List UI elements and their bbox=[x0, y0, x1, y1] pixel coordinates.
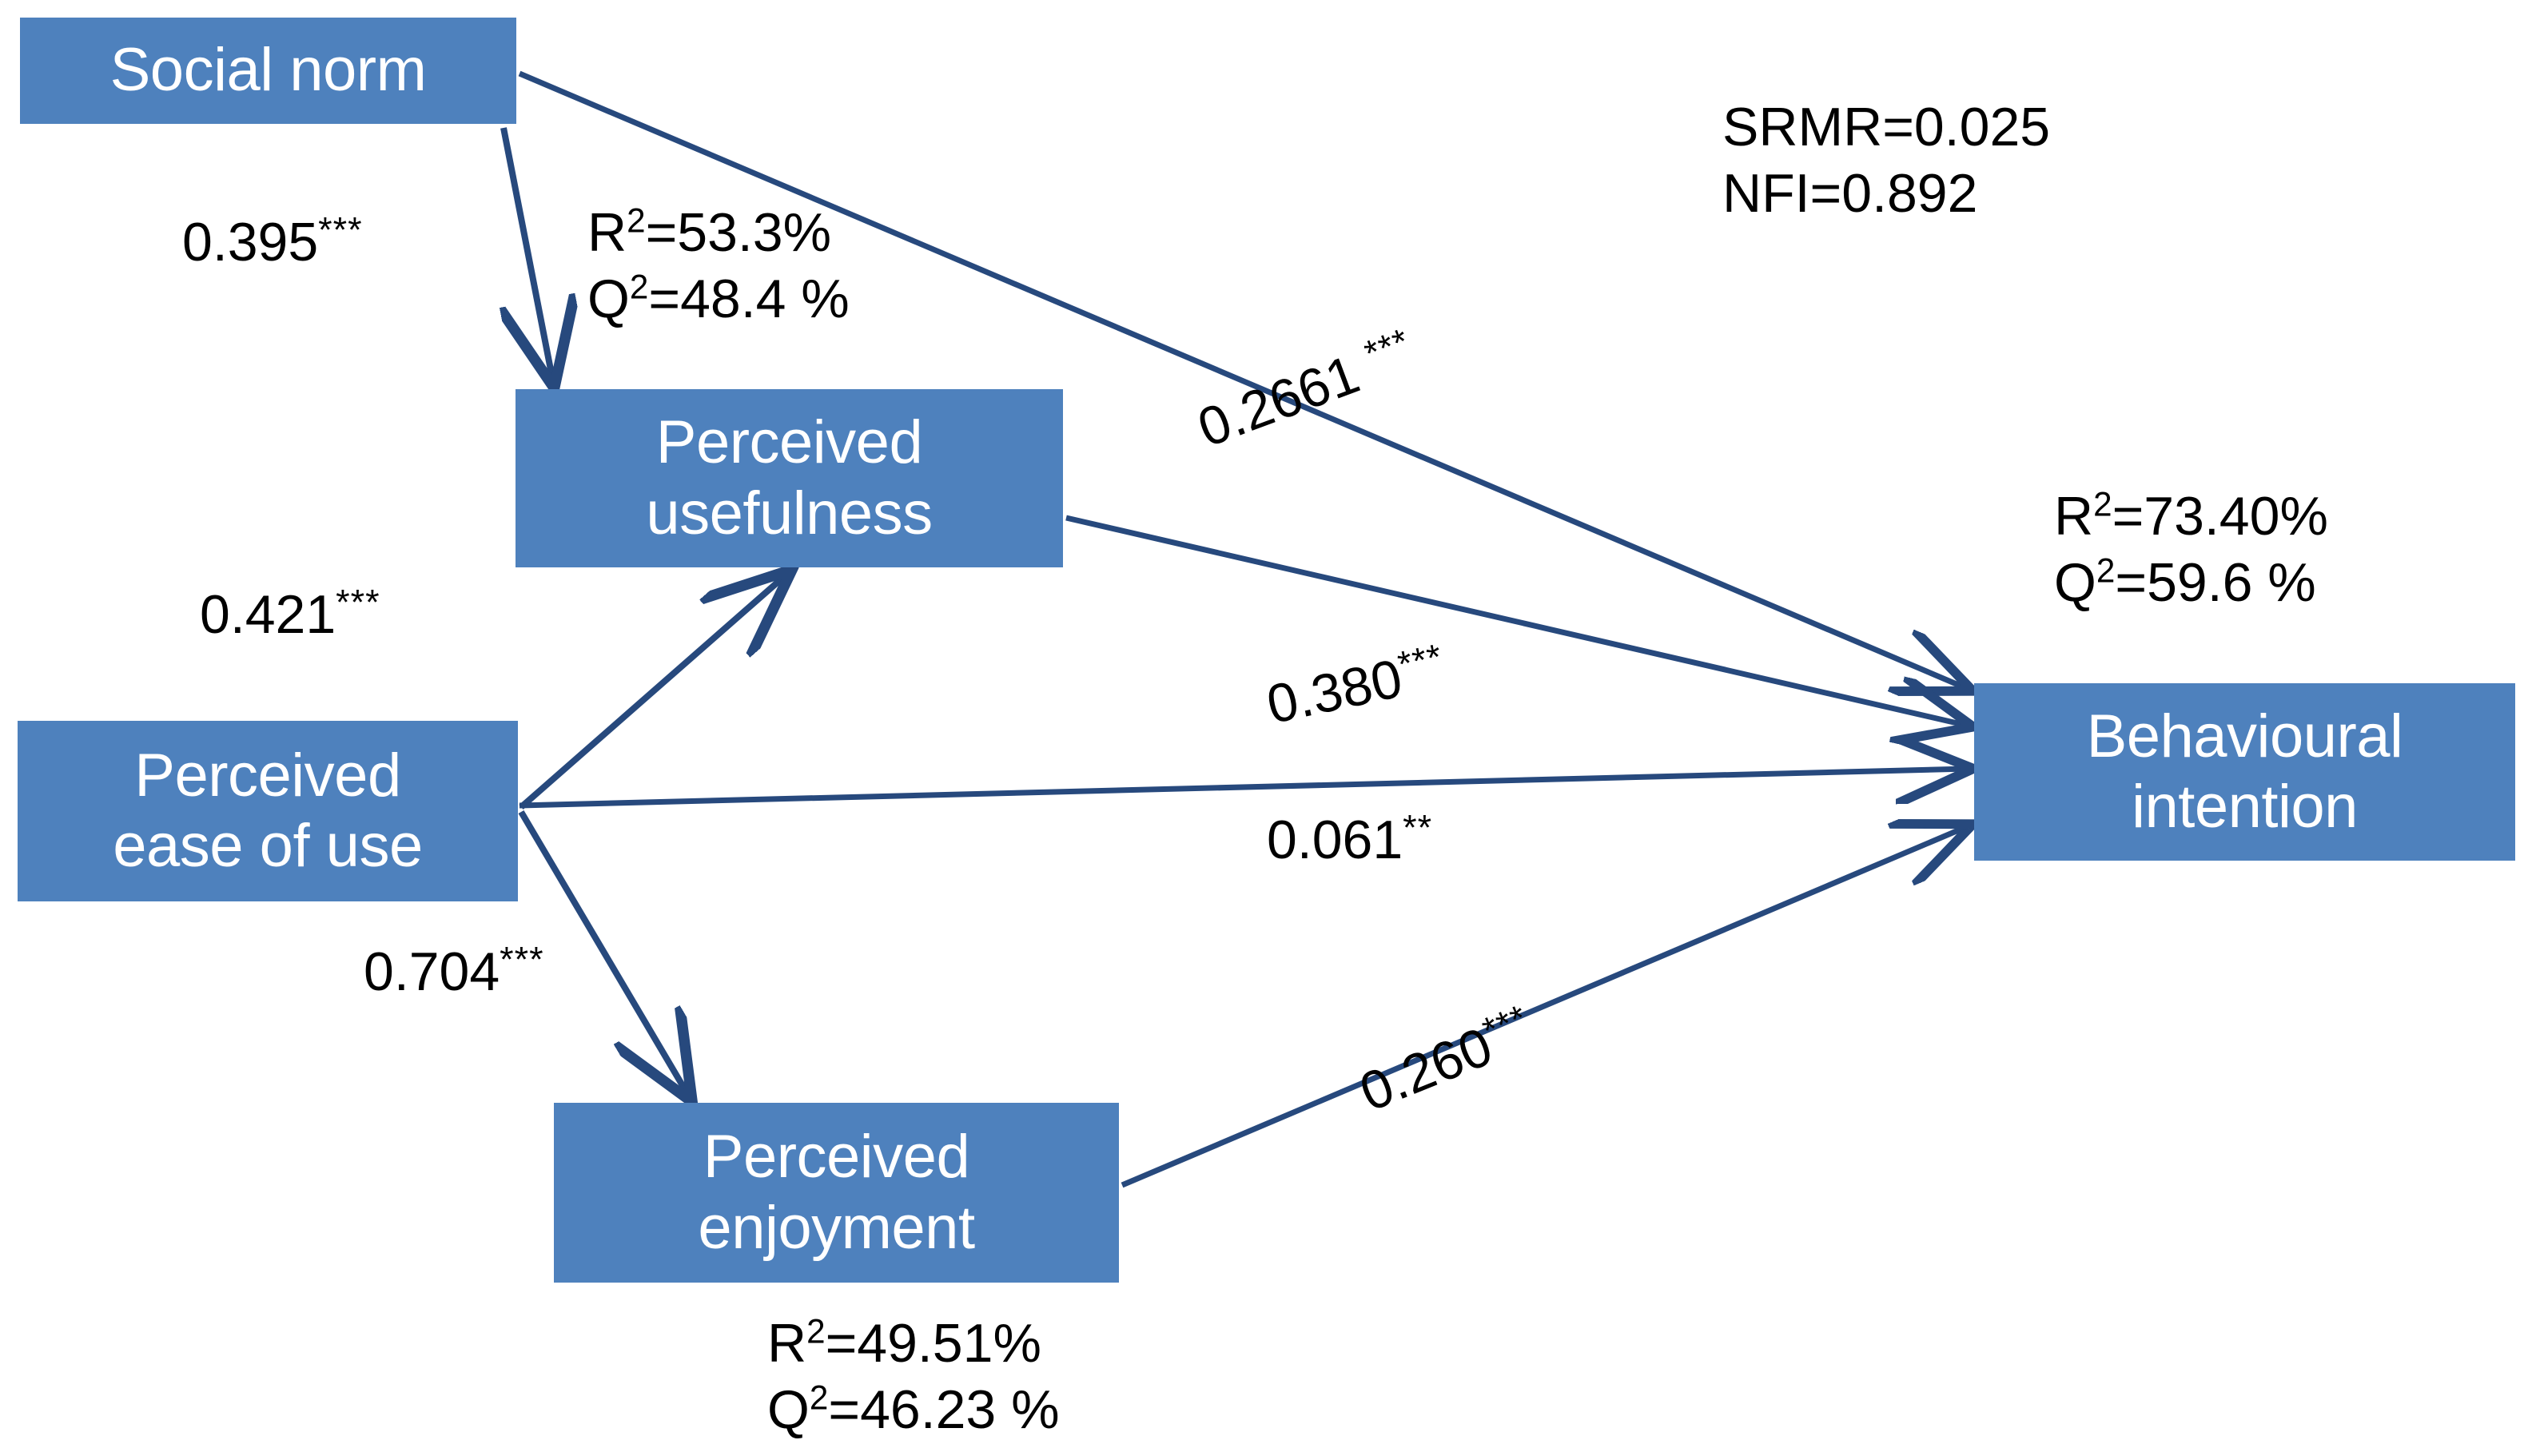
superscript-two: 2 bbox=[2093, 485, 2112, 523]
significance-stars: *** bbox=[500, 938, 544, 980]
path-label-perceived-ease-to-behavioural-intention: 0.061** bbox=[1267, 807, 1432, 873]
node-behavioural-intention-line-2: intention bbox=[2132, 773, 2358, 841]
stat-q-squared-perceived-usefulness: Q2=48.4 % bbox=[587, 268, 850, 329]
edge-perceived-ease-to-behavioural-intention bbox=[519, 769, 1968, 809]
node-perceived-ease-of-use-line-1: Perceived bbox=[134, 741, 401, 810]
node-social-norm[interactable]: Social norm bbox=[20, 18, 516, 124]
significance-stars: *** bbox=[318, 209, 363, 250]
coefficient-value: 0.395 bbox=[182, 212, 319, 273]
stats-perceived-usefulness: R2=53.3% Q2=48.4 % bbox=[587, 200, 850, 332]
superscript-two: 2 bbox=[627, 201, 646, 240]
node-behavioural-intention[interactable]: Behavioural intention bbox=[1974, 683, 2515, 861]
path-label-social-norm-to-perceived-usefulness: 0.395*** bbox=[182, 209, 363, 276]
node-perceived-enjoyment-line-2: enjoyment bbox=[698, 1193, 975, 1262]
stats-model-fit: SRMR=0.025 NFI=0.892 bbox=[1722, 94, 2050, 227]
coefficient-value: 0.421 bbox=[200, 584, 336, 645]
edge-perceived-usefulness-to-behavioural-intention bbox=[1065, 515, 1968, 726]
node-social-norm-line-1: Social norm bbox=[109, 36, 427, 105]
node-perceived-usefulness[interactable]: Perceived usefulness bbox=[516, 389, 1063, 567]
node-behavioural-intention-line-1: Behavioural bbox=[2086, 702, 2403, 770]
stat-q-squared-perceived-enjoyment: Q2=46.23 % bbox=[767, 1378, 1060, 1440]
significance-stars: ** bbox=[1403, 806, 1433, 848]
stats-perceived-enjoyment: R2=49.51% Q2=46.23 % bbox=[767, 1311, 1060, 1443]
node-perceived-usefulness-line-1: Perceived bbox=[655, 408, 923, 477]
coefficient-value: 0.704 bbox=[364, 941, 500, 1002]
stats-behavioural-intention: R2=73.40% Q2=59.6 % bbox=[2054, 483, 2328, 616]
path-label-perceived-ease-to-perceived-enjoyment: 0.704*** bbox=[364, 939, 544, 1005]
edge-perceived-ease-to-perceived-usefulness bbox=[519, 574, 787, 810]
edge-perceived-ease-to-perceived-enjoyment bbox=[518, 810, 689, 1096]
superscript-two: 2 bbox=[2096, 551, 2116, 590]
stat-r-squared-perceived-usefulness: R2=53.3% bbox=[587, 201, 832, 263]
node-perceived-enjoyment-line-1: Perceived bbox=[703, 1123, 970, 1191]
superscript-two: 2 bbox=[629, 268, 649, 306]
significance-stars: *** bbox=[1394, 635, 1447, 685]
superscript-two: 2 bbox=[806, 1312, 826, 1351]
superscript-two: 2 bbox=[809, 1378, 829, 1417]
stat-r-squared-perceived-enjoyment: R2=49.51% bbox=[767, 1312, 1041, 1374]
edge-social-norm-to-perceived-usefulness bbox=[504, 127, 553, 382]
node-perceived-enjoyment[interactable]: Perceived enjoyment bbox=[554, 1103, 1119, 1283]
stat-srmr: SRMR=0.025 bbox=[1722, 97, 2051, 157]
stat-r-squared-behavioural-intention: R2=73.40% bbox=[2054, 485, 2328, 547]
edge-perceived-enjoyment-to-behavioural-intention bbox=[1121, 826, 1968, 1188]
stat-q-squared-behavioural-intention: Q2=59.6 % bbox=[2054, 551, 2316, 613]
node-perceived-ease-of-use[interactable]: Perceived ease of use bbox=[18, 721, 518, 901]
edge-social-norm-to-behavioural-intention bbox=[518, 70, 1968, 689]
significance-stars: *** bbox=[336, 581, 380, 623]
node-perceived-ease-of-use-line-2: ease of use bbox=[113, 812, 423, 880]
node-perceived-usefulness-line-2: usefulness bbox=[646, 479, 933, 547]
path-label-perceived-ease-to-perceived-usefulness: 0.421*** bbox=[200, 582, 380, 648]
stat-nfi: NFI=0.892 bbox=[1722, 162, 1978, 224]
coefficient-value: 0.061 bbox=[1267, 810, 1403, 870]
